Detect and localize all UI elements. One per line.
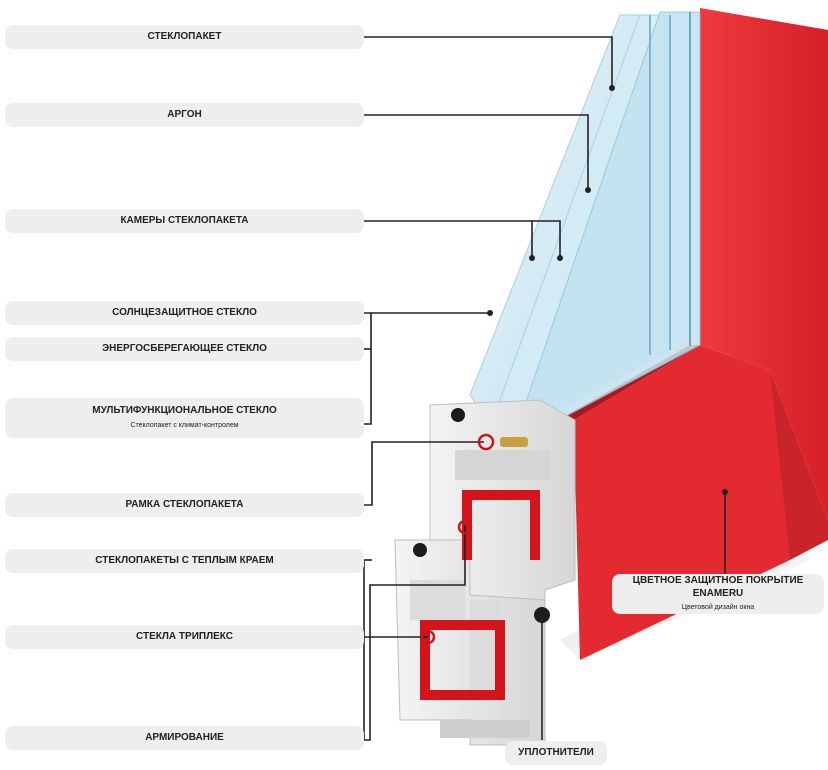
label-text: МУЛЬТИФУНКЦИОНАЛЬНОЕ СТЕКЛО bbox=[92, 405, 277, 417]
leader-dot bbox=[609, 85, 615, 91]
label-energosberegayushchee: ЭНЕРГОСБЕРЕГАЮЩЕЕ СТЕКЛО bbox=[5, 337, 364, 361]
frame-bottom-rail-inner bbox=[540, 345, 700, 440]
spacer-frame bbox=[500, 437, 528, 447]
leader-glass-group bbox=[364, 312, 372, 425]
label-multifunktsionalnoe: МУЛЬТИФУНКЦИОНАЛЬНОЕ СТЕКЛО Стеклопакет … bbox=[5, 398, 364, 438]
leader-steklopaket bbox=[364, 36, 613, 88]
leader-ramka bbox=[364, 441, 484, 506]
label-subtext: Цветовой дизайн окна bbox=[681, 604, 755, 612]
label-text: АРГОН bbox=[167, 108, 202, 120]
label-text: ЦВЕТНОЕ ЗАЩИТНОЕ ПОКРЫТИЕ ENAMERU bbox=[632, 575, 804, 599]
reinforcement-upper bbox=[462, 490, 540, 560]
label-text: СОЛНЦЕЗАЩИТНОЕ СТЕКЛО bbox=[112, 306, 257, 318]
reinforcement-lower bbox=[420, 620, 505, 700]
leader-kamery-2 bbox=[532, 220, 561, 258]
label-tripleks: СТЕКЛА ТРИПЛЕКС bbox=[5, 625, 364, 649]
pvc-chamber bbox=[410, 580, 465, 620]
label-text: СТЕКЛА ТРИПЛЕКС bbox=[136, 630, 233, 642]
pvc-chamber bbox=[440, 720, 530, 738]
leader-dot bbox=[722, 489, 728, 495]
label-kamery: КАМЕРЫ СТЕКЛОПАКЕТА bbox=[5, 209, 364, 233]
label-text: СТЕКЛОПАКЕТ bbox=[147, 30, 222, 42]
label-uplotniteli: УПЛОТНИТЕЛИ bbox=[505, 741, 607, 765]
leader-dot bbox=[557, 255, 563, 261]
label-text: ЭНЕРГОСБЕРЕГАЮЩЕЕ СТЕКЛО bbox=[102, 342, 267, 354]
label-text: УПЛОТНИТЕЛИ bbox=[518, 746, 594, 758]
label-armirovanie: АРМИРОВАНИЕ bbox=[5, 726, 364, 750]
label-solntsezashchitnoe: СОЛНЦЕЗАЩИТНОЕ СТЕКЛО bbox=[5, 301, 364, 325]
label-text: КАМЕРЫ СТЕКЛОПАКЕТА bbox=[120, 214, 249, 226]
label-text: СТЕКЛОПАКЕТЫ С ТЕПЛЫМ КРАЕМ bbox=[95, 554, 274, 566]
leader-dot bbox=[585, 187, 591, 193]
leader-dot bbox=[487, 310, 493, 316]
label-steklopaket: СТЕКЛОПАКЕТ bbox=[5, 25, 364, 49]
seal-icon bbox=[413, 543, 427, 557]
leader-argon bbox=[364, 114, 589, 190]
label-ramka: РАМКА СТЕКЛОПАКЕТА bbox=[5, 493, 364, 517]
leader-kamery bbox=[364, 220, 533, 258]
frame-right-post bbox=[700, 8, 828, 520]
marker-ring-tripleks bbox=[420, 629, 436, 645]
pvc-chamber bbox=[455, 450, 550, 480]
leader-lines bbox=[363, 36, 726, 741]
leader-armirovanie-group bbox=[363, 525, 466, 741]
label-subtext: Стеклопакет с климат-контролем bbox=[130, 421, 239, 429]
seal-icon bbox=[451, 408, 465, 422]
label-enameru: ЦВЕТНОЕ ЗАЩИТНОЕ ПОКРЫТИЕ ENAMERU Цветов… bbox=[612, 574, 824, 614]
label-text: АРМИРОВАНИЕ bbox=[145, 731, 224, 743]
marker-ring-spacer bbox=[477, 433, 495, 451]
label-argon: АРГОН bbox=[5, 103, 364, 127]
label-text: РАМКА СТЕКЛОПАКЕТА bbox=[125, 498, 244, 510]
leader-dot bbox=[529, 255, 535, 261]
marker-ring-reinforcement bbox=[457, 519, 473, 535]
label-teply-krai: СТЕКЛОПАКЕТЫ С ТЕПЛЫМ КРАЕМ bbox=[5, 549, 364, 573]
leader-dots bbox=[487, 85, 728, 495]
